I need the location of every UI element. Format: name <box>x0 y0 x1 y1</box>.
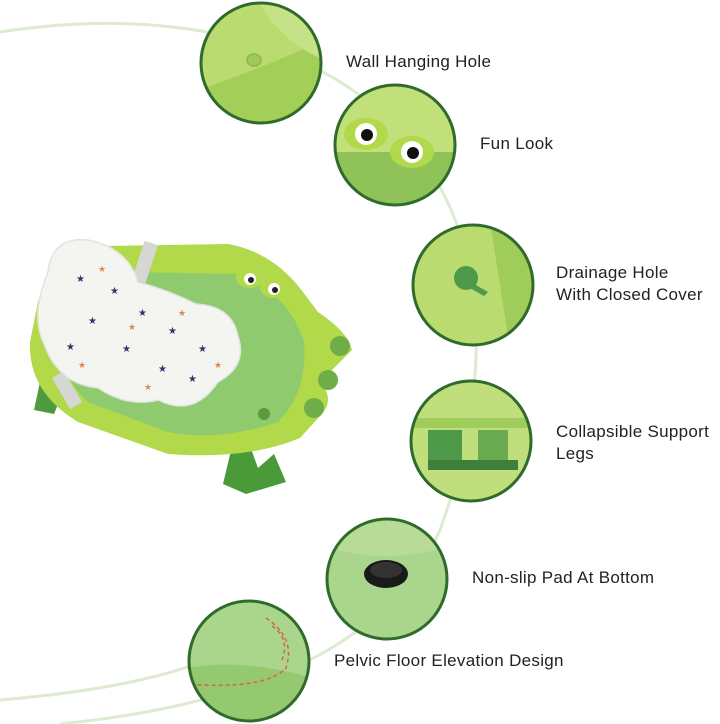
svg-text:★: ★ <box>214 360 222 370</box>
feature-label-fun-look: Fun Look <box>480 134 554 153</box>
svg-text:★: ★ <box>78 360 86 370</box>
drainage-hole-image <box>411 223 535 347</box>
svg-text:★: ★ <box>144 382 152 392</box>
feature-label-drainage-hole: Drainage Hole With Closed Cover <box>556 263 703 304</box>
collapsible-legs-image <box>409 379 533 503</box>
svg-text:★: ★ <box>122 344 131 355</box>
feature-label-wall-hanging-hole: Wall Hanging Hole <box>346 52 492 71</box>
svg-text:★: ★ <box>138 308 147 319</box>
svg-text:★: ★ <box>168 326 177 337</box>
fun-look-image <box>333 83 457 207</box>
feature-label-pelvic-floor: Pelvic Floor Elevation Design <box>334 651 564 670</box>
svg-text:★: ★ <box>98 264 106 274</box>
svg-text:★: ★ <box>178 308 186 318</box>
non-slip-pad-image <box>325 517 449 641</box>
feature-label-collapsible-legs: Collapsible Support Legs <box>556 422 710 463</box>
svg-text:★: ★ <box>88 316 97 327</box>
svg-text:★: ★ <box>128 322 136 332</box>
bathtub-image: ★ ★ ★ ★ ★ ★ ★ ★ ★ ★ ★ ★ ★ ★ ★ ★ <box>29 238 353 494</box>
wall-hanging-hole-image <box>199 1 323 125</box>
svg-text:★: ★ <box>76 274 85 285</box>
svg-text:★: ★ <box>158 364 167 375</box>
pelvic-floor-image <box>187 599 311 723</box>
feature-label-non-slip-pad: Non-slip Pad At Bottom <box>472 568 655 587</box>
svg-text:★: ★ <box>66 342 75 353</box>
svg-text:★: ★ <box>198 344 207 355</box>
svg-text:★: ★ <box>110 286 119 297</box>
svg-text:★: ★ <box>188 374 197 385</box>
